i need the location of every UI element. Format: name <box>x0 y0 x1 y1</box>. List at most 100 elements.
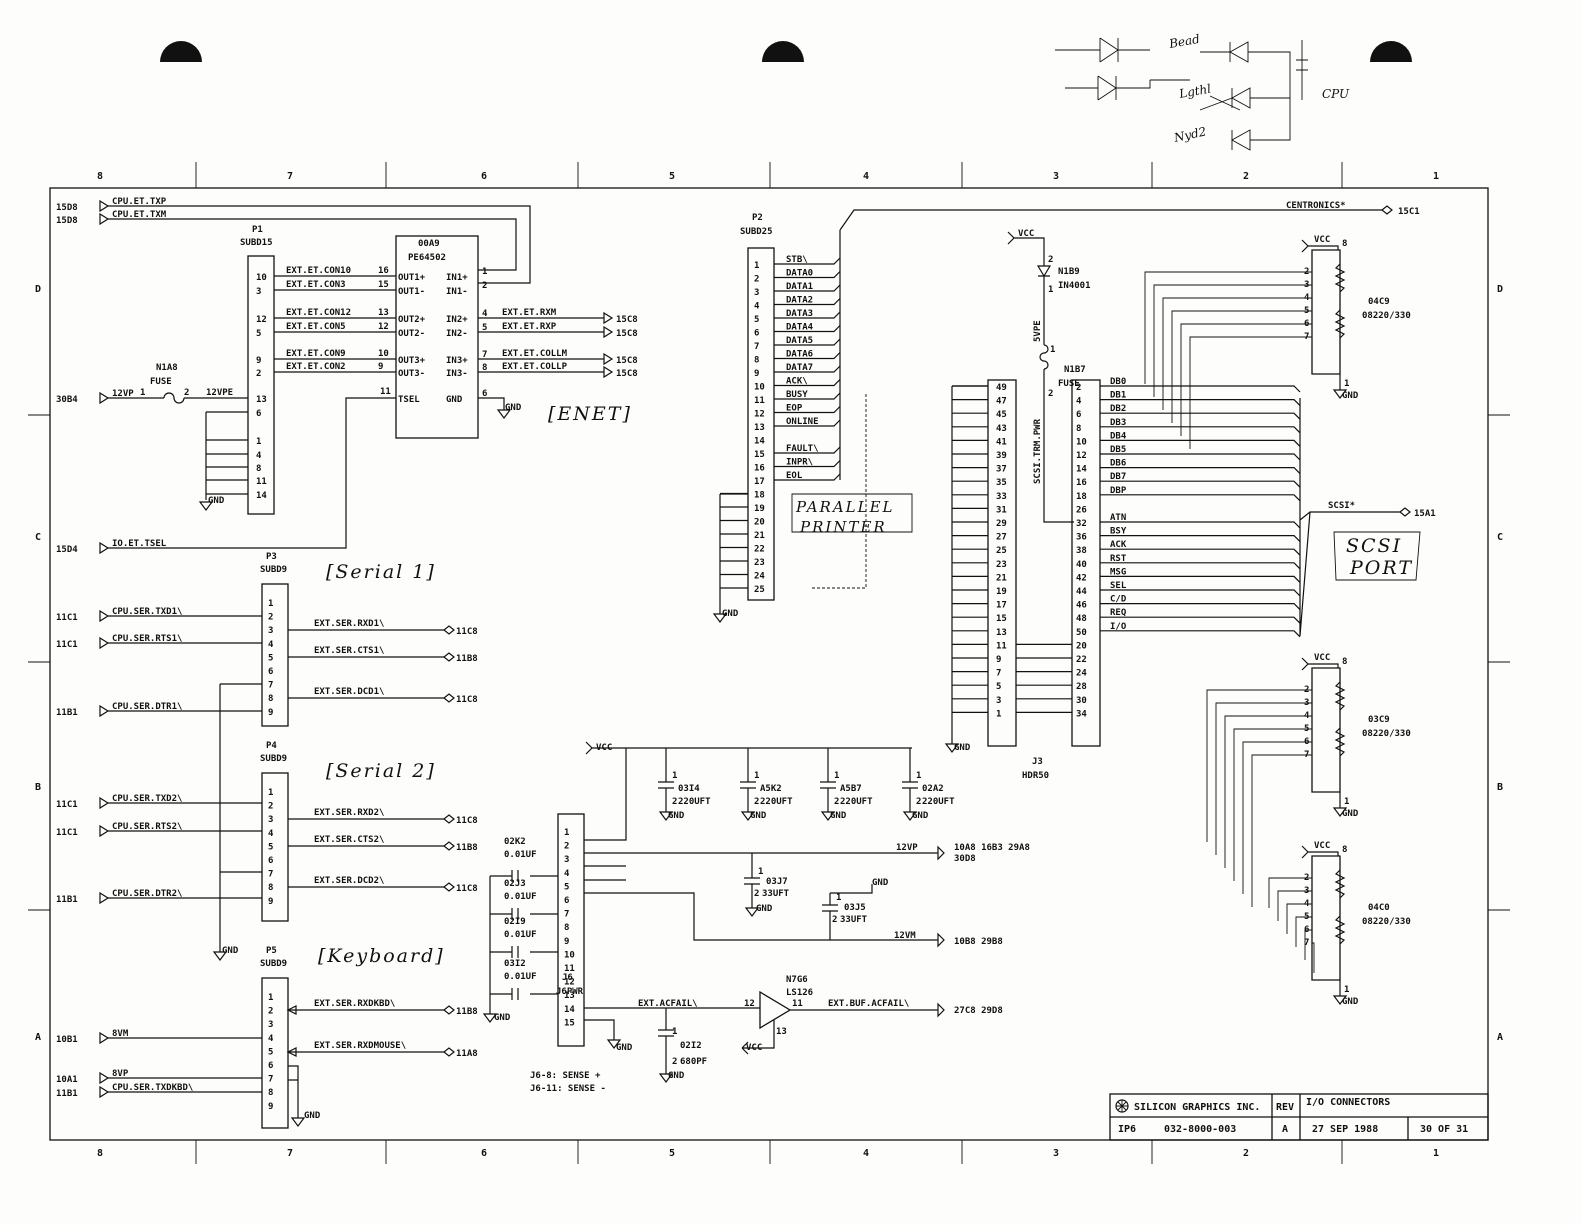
j3-lpin-9: 9 <box>996 655 1001 665</box>
p2-gnd-label: GND <box>722 609 739 619</box>
j3-rpin-14: 14 <box>1076 465 1087 475</box>
c33-val-1: 33UFT <box>840 915 868 925</box>
bulk-cap-ref-1: A5K2 <box>760 784 782 794</box>
j3-rpin-18: 18 <box>1076 492 1087 502</box>
p4Pins-oref-0: 11C8 <box>456 816 478 826</box>
rpack-gndlbl-0: GND <box>1342 391 1359 401</box>
p2-sig-10: ACK\ <box>786 377 808 387</box>
p4Pins-odia-0 <box>443 814 455 824</box>
p1-sig-3: EXT.ET.CON5 <box>286 322 346 332</box>
p1-pin-5: 5 <box>256 329 261 339</box>
c680-val: 680PF <box>680 1057 707 1067</box>
p4Pins-odia-2 <box>443 882 455 892</box>
port-ref-10: 10B1 <box>56 1035 78 1045</box>
bulk-cap-ref-0: 03I4 <box>678 784 700 794</box>
u00a9-pins: OUT1+OUT1-OUT2+OUT2-OUT3+OUT3-TSELIN1+IN… <box>398 267 488 405</box>
p3Pins-odia-1 <box>443 652 455 662</box>
bulk-cap-val-1: 220UFT <box>760 797 793 807</box>
j3-rpin-12: 12 <box>1076 451 1087 461</box>
bulk-cap-pin2-0: 2 <box>672 797 677 807</box>
u-rnum-0: 1 <box>482 267 487 277</box>
u00a9-gnd-label: GND <box>505 403 522 413</box>
grid-col-3: 3 <box>1053 171 1059 182</box>
p5Pins-pin-5: 5 <box>268 1047 273 1057</box>
j6cap-ref-0: 02K2 <box>504 837 526 847</box>
port-ref-1: 15D8 <box>56 216 78 226</box>
j3-lpin-37: 37 <box>996 465 1007 475</box>
j3-lpin-49: 49 <box>996 383 1007 393</box>
j6-pin-2: 2 <box>564 842 569 852</box>
port-ref-0: 15D8 <box>56 203 78 213</box>
p1-pin-12: 12 <box>256 315 267 325</box>
j3-rpin-6: 6 <box>1076 410 1081 420</box>
j6-pin-15: 15 <box>564 1018 575 1028</box>
p2-pin-24: 24 <box>754 572 765 582</box>
acfail-out: EXT.BUF.ACFAIL\ <box>828 999 909 1009</box>
p2-sig-11: BUSY <box>786 390 808 400</box>
j6-gnd-label: GND <box>616 1043 633 1053</box>
j3-lpin-33: 33 <box>996 492 1007 502</box>
diode-pin2: 2 <box>1048 255 1053 265</box>
p2-type: SUBD25 <box>740 227 773 237</box>
p2-wire-6 <box>774 325 841 333</box>
port-arrow-12 <box>99 1085 110 1099</box>
u-rpin-6: GND <box>446 395 463 405</box>
port-ref-8: 11C1 <box>56 828 78 838</box>
bulk-cap-pin1-0: 1 <box>672 771 677 781</box>
rpack-vcc-2 <box>1301 845 1339 859</box>
port-sig-10: 8VM <box>112 1029 129 1039</box>
port-sig-5: CPU.SER.RTS1\ <box>112 634 182 644</box>
scsi-ref: 15A1 <box>1414 509 1436 519</box>
j3-bus-1 <box>1100 399 1301 407</box>
j3-type: HDR50 <box>1022 771 1049 781</box>
j3-lpin-21: 21 <box>996 573 1007 583</box>
p2-wire-11 <box>774 392 841 400</box>
p3-ref: P3 <box>266 552 277 562</box>
p3Pins-pin-6: 6 <box>268 667 273 677</box>
j3-bus-15 <box>1100 589 1301 597</box>
j6-pin-6: 6 <box>564 896 569 906</box>
grid-row-D: D <box>1497 284 1503 295</box>
grid-row-A: A <box>35 1032 41 1043</box>
grid-col-2: 2 <box>1243 1148 1249 1159</box>
scsi-section: VCC 2 1 N1B9 IN4001 5VPE 1 2 N1B7 FUSE S… <box>944 229 1436 1007</box>
j3-lpin-27: 27 <box>996 533 1007 543</box>
p2-pin-7: 7 <box>754 342 759 352</box>
diode-pin1: 1 <box>1048 285 1053 295</box>
p4-connector <box>261 772 289 922</box>
enet-ref-2: 15C8 <box>616 356 638 366</box>
bulk-cap-val-3: 220UFT <box>922 797 955 807</box>
p2-sig-9: DATA7 <box>786 363 813 373</box>
title-company: SILICON GRAPHICS INC. <box>1134 1102 1260 1113</box>
p3Pins-osig-0: EXT.SER.RXD1\ <box>314 619 384 629</box>
fuse-n1a8-out: 12VPE <box>206 388 233 398</box>
j3-bus-13 <box>1100 562 1301 570</box>
rpack-ref-0: 04C9 <box>1368 297 1390 307</box>
p2-sig-5: DATA3 <box>786 309 813 319</box>
j3-sig-6: DB6 <box>1110 459 1126 469</box>
p4Pins-odia-1 <box>443 841 455 851</box>
p1-upin-0: 16 <box>378 266 389 276</box>
j3-bus-0 <box>1100 385 1301 393</box>
j3-lpin-25: 25 <box>996 546 1007 556</box>
rpack-type-2: 08220/330 <box>1362 917 1411 927</box>
j3-lpin-17: 17 <box>996 601 1007 611</box>
rpack-2-pin-6: 6 <box>1304 925 1309 935</box>
u-rnum-5: 8 <box>482 363 487 373</box>
p4-pins: 123456789EXT.SER.RXD2\11C8EXT.SER.CTS2\1… <box>268 788 478 907</box>
j3-rpin-28: 28 <box>1076 682 1087 692</box>
u-lpin-5: OUT3- <box>398 369 425 379</box>
p2-sig-6: DATA4 <box>786 323 814 333</box>
rpack-res-2 <box>1334 869 1346 945</box>
bulk-cap-val-0: 220UFT <box>678 797 711 807</box>
fuse-n1a8-pin1: 1 <box>140 388 145 398</box>
acfail-pin-en: 13 <box>776 1027 787 1037</box>
p1-sig-5: EXT.ET.CON2 <box>286 362 346 372</box>
p2-pin-10: 10 <box>754 383 765 393</box>
c33-ref-1: 03J5 <box>844 903 866 913</box>
rpack-0-pin-4: 4 <box>1304 293 1310 303</box>
scsi-sig: SCSI* <box>1328 501 1355 511</box>
